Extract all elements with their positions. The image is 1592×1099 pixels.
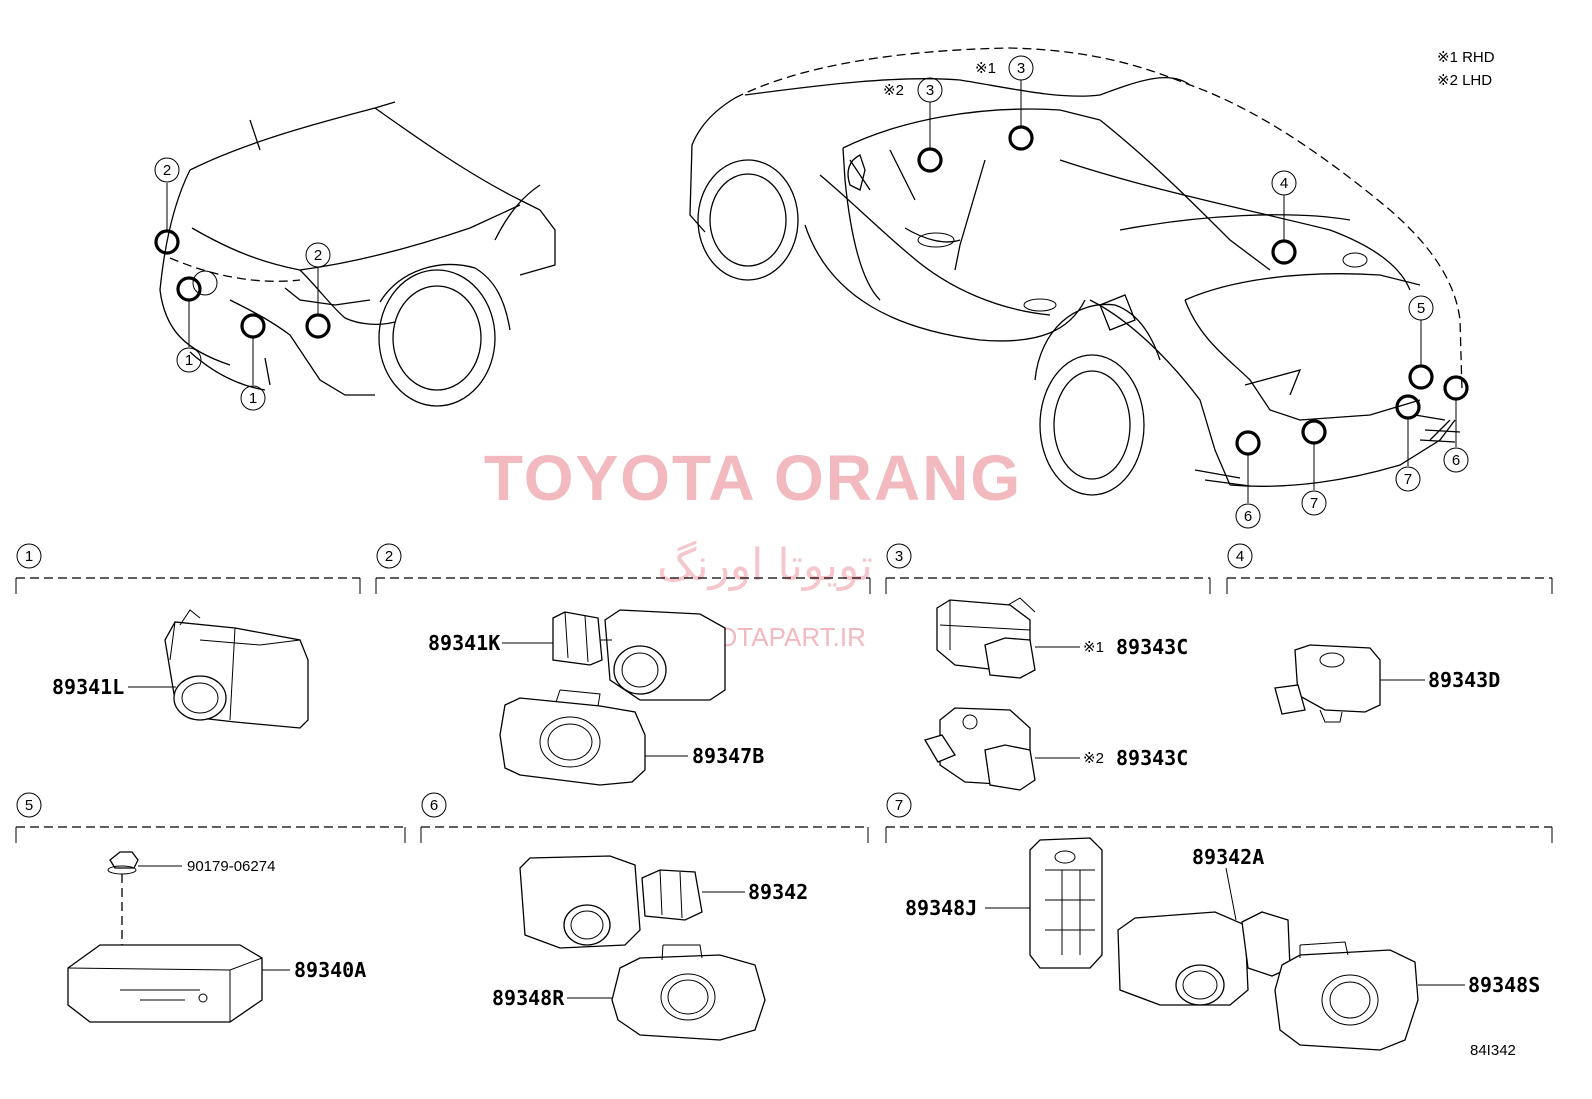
rear-sensor-markers [917, 80, 1469, 503]
svg-text:2: 2 [314, 247, 322, 264]
svg-text:1: 1 [185, 352, 193, 369]
part-89341l[interactable]: 89341L [52, 675, 124, 699]
front-sensor-markers [154, 183, 331, 385]
svg-text:6: 6 [430, 797, 438, 814]
svg-text:7: 7 [895, 797, 903, 814]
sensor-89343c-lhd-drawing [924, 707, 1036, 791]
section-4-header: 4 [1226, 543, 1553, 594]
part-89341k[interactable]: 89341K [428, 631, 500, 655]
part-89343d[interactable]: 89343D [1428, 668, 1500, 692]
svg-text:4: 4 [1280, 175, 1288, 192]
callout-front-2-left: 2 [154, 157, 180, 183]
section-5-header: 5 [15, 792, 406, 843]
leader-89342a [1225, 867, 1237, 921]
part-89348j[interactable]: 89348J [905, 896, 977, 920]
sensor-89342-drawing [519, 855, 703, 949]
svg-text:3: 3 [1017, 60, 1025, 77]
clip-90179-drawing [107, 851, 139, 945]
mark-lhd-89343c: ※2 [1083, 750, 1104, 767]
svg-text:7: 7 [1404, 471, 1412, 488]
svg-text:5: 5 [25, 797, 33, 814]
callout-rear-6-right: 6 [1443, 447, 1469, 473]
svg-text:6: 6 [1452, 452, 1460, 469]
section-7-header: 7 [885, 792, 1553, 843]
part-89342[interactable]: 89342 [748, 880, 808, 904]
callout-rear-3-rhd: ※1 3 [975, 55, 1034, 81]
part-89347b[interactable]: 89347B [692, 744, 764, 768]
svg-text:3: 3 [926, 82, 934, 99]
sensor-89343d-drawing [1274, 644, 1381, 723]
bezel-89348r-drawing [611, 944, 766, 1041]
bracket-89348j-drawing [1029, 837, 1103, 969]
svg-text:4: 4 [1236, 548, 1244, 565]
sensor-89343c-rhd-drawing [936, 597, 1036, 679]
svg-text:5: 5 [1417, 300, 1425, 317]
svg-text:6: 6 [1244, 508, 1252, 525]
part-89340a[interactable]: 89340A [294, 958, 366, 982]
rear-car-view [689, 47, 1463, 496]
part-89348r[interactable]: 89348R [492, 986, 565, 1010]
svg-text:7: 7 [1310, 495, 1318, 512]
watermark-title: TOYOTA ORANG [484, 442, 1022, 514]
sensor-89342a-drawing [1117, 911, 1291, 1006]
callout-front-1-center: 1 [240, 385, 266, 411]
part-89348s[interactable]: 89348S [1468, 973, 1540, 997]
svg-text:1: 1 [25, 548, 33, 565]
callout-rear-4: 4 [1271, 170, 1297, 196]
section-1-header: 1 [15, 543, 361, 594]
part-90179-06274[interactable]: 90179-06274 [187, 858, 275, 875]
legend-rhd: ※1 RHD [1437, 49, 1495, 66]
svg-text:1: 1 [249, 390, 257, 407]
sensor-89341k-drawing [552, 609, 726, 701]
callout-rear-3-lhd: ※2 3 [883, 77, 943, 103]
legend-lhd: ※2 LHD [1437, 72, 1492, 89]
bezel-89348s-drawing [1274, 941, 1419, 1051]
sensor-89341l-drawing [164, 609, 309, 729]
part-89343c-rhd[interactable]: 89343C [1116, 635, 1188, 659]
watermark-persian: تویوتا اورنگ [657, 540, 873, 591]
bezel-89347b-drawing [499, 689, 646, 786]
svg-text:※1: ※1 [975, 60, 996, 77]
diagram-code: 84I342 [1470, 1042, 1516, 1059]
front-car-view [159, 101, 556, 407]
svg-text:2: 2 [163, 162, 171, 179]
callout-rear-5: 5 [1408, 295, 1434, 321]
svg-text:3: 3 [895, 548, 903, 565]
section-6-header: 6 [420, 792, 869, 843]
svg-text:※2: ※2 [883, 82, 904, 99]
part-89342a[interactable]: 89342A [1192, 845, 1264, 869]
callout-front-1-left: 1 [176, 347, 202, 373]
section-2-header: 2 [375, 543, 871, 594]
part-89343c-lhd[interactable]: 89343C [1116, 746, 1188, 770]
ecu-89340a-drawing [67, 944, 263, 1023]
callout-rear-7-right: 7 [1395, 466, 1421, 492]
mark-rhd-89343c: ※1 [1083, 639, 1104, 656]
callout-rear-6-left: 6 [1235, 503, 1261, 529]
callout-front-2-right: 2 [305, 242, 331, 268]
section-3-header: 3 [885, 543, 1211, 594]
svg-text:2: 2 [385, 548, 393, 565]
callout-rear-7-left: 7 [1301, 490, 1327, 516]
